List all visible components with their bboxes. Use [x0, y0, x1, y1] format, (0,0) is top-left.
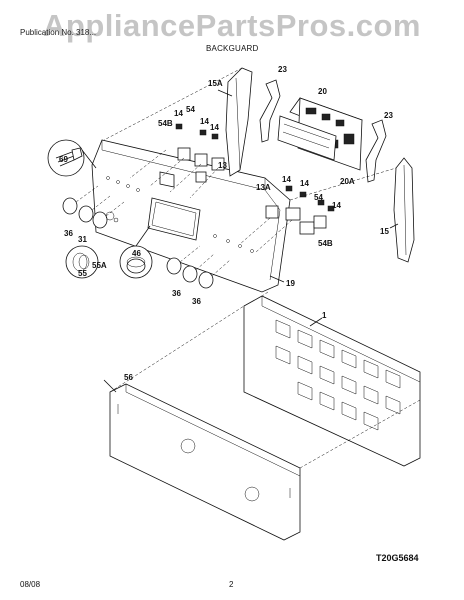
callout-31: 31	[78, 235, 87, 244]
publication-header: Publication No. 318...	[20, 28, 97, 37]
callout-36-b: 36	[172, 289, 181, 298]
spacer-detail	[105, 211, 119, 223]
callout-labels: 15A 23 20 23 14 54 54B 14 14 13 69 20A 1…	[59, 65, 393, 382]
control-panel	[91, 139, 291, 293]
callout-54B-b: 54B	[318, 239, 333, 248]
callout-1: 1	[322, 311, 327, 320]
rear-cover	[243, 295, 421, 467]
alignment-lines	[103, 67, 421, 469]
diagram-code: T20G5684	[376, 553, 419, 563]
mounting-bracket-left	[259, 79, 281, 143]
callout-55: 55	[78, 269, 87, 278]
page-number: 2	[229, 580, 234, 589]
callout-14-f: 14	[332, 201, 341, 210]
callout-55A: 55A	[92, 261, 107, 270]
screw-detail	[47, 139, 97, 177]
callout-15A: 15A	[208, 79, 223, 88]
callout-14-b: 14	[200, 117, 209, 126]
callout-13: 13	[218, 161, 227, 170]
end-cap-right	[389, 157, 415, 263]
mounting-bracket-right	[365, 119, 387, 183]
callout-69: 69	[59, 155, 68, 164]
callout-14-d: 14	[282, 175, 291, 184]
callout-13A: 13A	[256, 183, 271, 192]
callout-14-a: 14	[174, 109, 183, 118]
touch-overlay	[277, 115, 337, 161]
callout-36-a: 36	[64, 229, 73, 238]
callout-36-c: 36	[192, 297, 201, 306]
switch-group-lower-right	[239, 185, 335, 253]
callout-54B-a: 54B	[158, 119, 173, 128]
callout-20A: 20A	[340, 177, 355, 186]
callout-54-b: 54	[314, 193, 323, 202]
callout-56: 56	[124, 373, 133, 382]
push-knob-detail	[119, 225, 153, 279]
callout-15: 15	[380, 227, 389, 236]
callout-46: 46	[132, 249, 141, 258]
callout-23-right: 23	[384, 111, 393, 120]
callout-14-c: 14	[210, 123, 219, 132]
section-title: BACKGUARD	[206, 44, 259, 53]
callout-23-left: 23	[278, 65, 287, 74]
callout-54-a: 54	[186, 105, 195, 114]
switch-group-upper-left	[129, 123, 225, 199]
knobs-bottom	[166, 245, 231, 289]
end-cap-left	[217, 67, 253, 177]
leader-19	[269, 275, 285, 283]
footer-date: 08/08	[20, 580, 41, 589]
knob-ring-detail	[65, 245, 99, 279]
watermark: AppliancePartsPros.com	[43, 8, 421, 43]
callout-14-e: 14	[300, 179, 309, 188]
callout-19: 19	[286, 279, 295, 288]
callout-20: 20	[318, 87, 327, 96]
lower-rear-panel	[103, 379, 301, 541]
knobs-left	[62, 185, 125, 229]
